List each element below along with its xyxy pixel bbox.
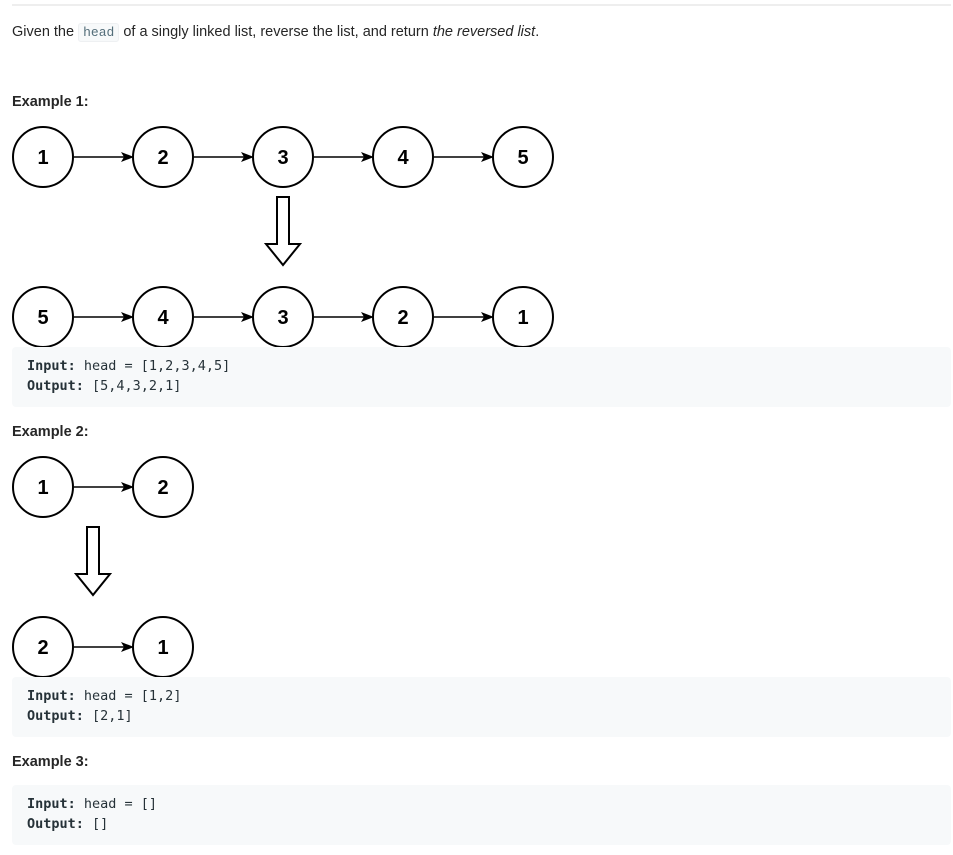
input-value: head = [1,2,3,4,5]: [75, 358, 231, 374]
arrowhead: [481, 152, 494, 162]
node-value: 1: [37, 477, 48, 499]
node-value: 1: [157, 637, 168, 659]
node-value: 3: [277, 307, 288, 329]
node-value: 2: [157, 477, 168, 499]
example-2-heading: Example 2:: [12, 424, 89, 440]
arrowhead: [121, 152, 134, 162]
example-1-reversed-list: 5 4 3 2 1: [12, 286, 554, 348]
example-3-code-block: Input: head = [] Output: []: [12, 785, 951, 845]
input-line: Input: head = []: [27, 794, 157, 814]
list-node: 4: [372, 126, 434, 188]
description-text-after: .: [535, 24, 540, 40]
arrowhead: [361, 152, 374, 162]
input-line: Input: head = [1,2,3,4,5]: [27, 356, 230, 376]
list-node: 5: [12, 286, 74, 348]
list-node: 1: [132, 616, 194, 678]
list-node: 2: [132, 126, 194, 188]
input-value: head = []: [75, 796, 158, 812]
description-emphasis: the reversed list: [432, 24, 536, 40]
node-value: 4: [397, 147, 409, 169]
problem-description: Given the head of a singly linked list, …: [12, 22, 539, 43]
example-2-original-list: 1 2: [12, 456, 194, 518]
list-node: 2: [132, 456, 194, 518]
node-value: 3: [277, 147, 288, 169]
node-value: 5: [517, 147, 528, 169]
list-node: 1: [12, 126, 74, 188]
output-value: []: [83, 816, 109, 832]
example-2-reversed-list: 2 1: [12, 616, 194, 678]
arrowhead: [121, 482, 134, 492]
input-value: head = [1,2]: [75, 688, 182, 704]
arrowhead: [361, 312, 374, 322]
arrowhead: [241, 312, 254, 322]
output-label: Output:: [27, 816, 84, 832]
example-2-diagram: 1 2 2 1: [12, 456, 194, 678]
arrowhead: [481, 312, 494, 322]
input-line: Input: head = [1,2]: [27, 686, 181, 706]
list-node: 3: [252, 126, 314, 188]
output-line: Output: [5,4,3,2,1]: [27, 376, 181, 396]
node-value: 4: [157, 307, 169, 329]
list-node: 3: [252, 286, 314, 348]
input-label: Input:: [27, 358, 76, 374]
list-node: 1: [492, 286, 554, 348]
down-arrow-icon: [263, 196, 303, 267]
output-label: Output:: [27, 378, 84, 394]
example-1-code-block: Input: head = [1,2,3,4,5] Output: [5,4,3…: [12, 347, 951, 407]
example-1-original-list: 1 2 3 4 5: [12, 126, 554, 188]
example-3-heading: Example 3:: [12, 754, 89, 770]
example-1-heading: Example 1:: [12, 94, 89, 110]
node-value: 2: [37, 637, 48, 659]
input-label: Input:: [27, 688, 76, 704]
output-value: [2,1]: [83, 708, 133, 724]
description-text-middle: of a singly linked list, reverse the lis…: [119, 24, 433, 40]
list-node: 1: [12, 456, 74, 518]
down-arrow-icon: [73, 526, 113, 597]
list-node: 2: [372, 286, 434, 348]
output-value: [5,4,3,2,1]: [83, 378, 182, 394]
example-2-code-block: Input: head = [1,2] Output: [2,1]: [12, 677, 951, 737]
description-text-before: Given the: [12, 24, 79, 40]
top-divider: [12, 4, 951, 6]
list-node: 2: [12, 616, 74, 678]
node-value: 5: [37, 307, 48, 329]
inline-code-head: head: [78, 23, 120, 42]
node-value: 1: [37, 147, 48, 169]
arrowhead: [121, 642, 134, 652]
list-node: 5: [492, 126, 554, 188]
output-line: Output: []: [27, 814, 108, 834]
node-value: 2: [157, 147, 168, 169]
output-label: Output:: [27, 708, 84, 724]
example-1-diagram: 1 2 3 4 5 5 4 3 2 1: [12, 126, 554, 348]
arrowhead: [241, 152, 254, 162]
node-value: 2: [397, 307, 408, 329]
arrowhead: [121, 312, 134, 322]
input-label: Input:: [27, 796, 76, 812]
node-value: 1: [517, 307, 528, 329]
list-node: 4: [132, 286, 194, 348]
output-line: Output: [2,1]: [27, 706, 133, 726]
